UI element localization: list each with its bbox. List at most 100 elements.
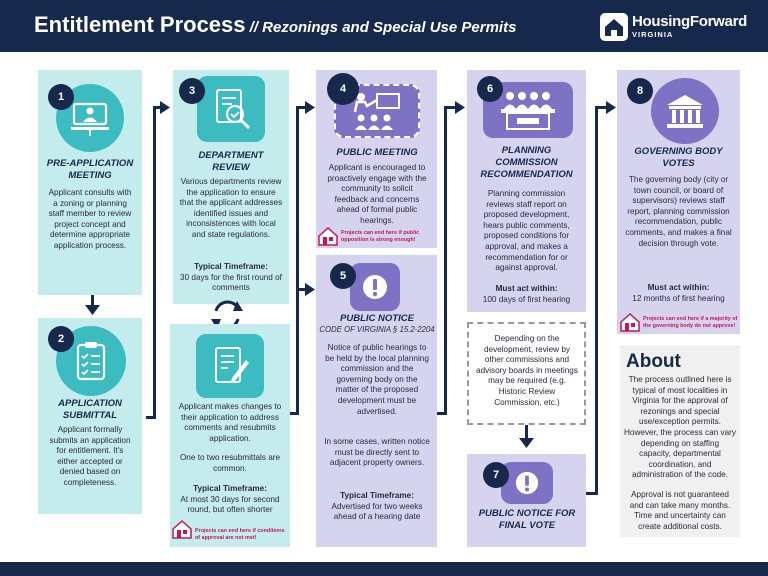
alert-icon	[350, 263, 400, 311]
deadline-value: 100 days of first hearing	[482, 294, 571, 304]
title-text: Entitlement Process	[34, 12, 246, 37]
step-number: 1	[48, 84, 74, 110]
step-title: PUBLIC MEETING	[336, 147, 418, 158]
step-body: The governing body (city or town council…	[625, 175, 732, 248]
step-3-resubmittal-card: Applicant makes changes to their applica…	[170, 324, 290, 547]
logo-name: HousingForward	[632, 13, 747, 30]
warning-note: Projects can end here if a majority of t…	[643, 316, 738, 329]
step-number: 8	[627, 78, 653, 104]
document-review-icon	[197, 76, 265, 142]
timeframe-value: Advertised for two weeks ahead of a hear…	[331, 501, 423, 522]
page-title: Entitlement Process // Rezonings and Spe…	[34, 12, 516, 38]
step-body: Applicant consults with a zoning or plan…	[48, 188, 132, 250]
code-reference: CODE OF VIRGINIA § 15.2-2204	[319, 325, 435, 334]
step-body: Various departments review the applicati…	[179, 177, 283, 239]
about-paragraph-2: Approval is not guaranteed and can take …	[629, 490, 731, 531]
step-title: DEPARTMENT REVIEW	[198, 150, 264, 173]
house-logo-icon	[600, 13, 628, 41]
connector-2-3	[146, 416, 155, 419]
step-8-card: 8 GOVERNING BODY VOTES The governing bod…	[617, 70, 740, 334]
connector-3-4-bottom	[289, 412, 298, 415]
arrow-right-icon	[455, 101, 465, 114]
step-body-2: One to two resubmittals are common.	[179, 453, 281, 473]
connector-3-4-top	[296, 106, 306, 109]
connector-7-8-vertical	[595, 106, 598, 495]
deadline-label: Must act within:	[647, 283, 710, 292]
logo-state: VIRGINIA	[632, 30, 674, 39]
timeframe-value: At most 30 days for second round, but of…	[180, 494, 280, 515]
edit-document-icon	[196, 334, 264, 398]
timeframe-value: 30 days for the first round of comments	[180, 272, 282, 293]
arrow-right-icon	[160, 101, 170, 114]
warning-note: Projects can end here if public oppositi…	[341, 230, 420, 243]
connector-5-6-vertical	[444, 106, 447, 415]
timeframe: Typical Timeframe:30 days for the first …	[179, 262, 283, 294]
step-body: Depending on the development, review by …	[476, 334, 578, 407]
timeframe: Typical Timeframe:At most 30 days for se…	[178, 484, 282, 516]
step-body: Applicant formally submits an applicatio…	[49, 425, 131, 487]
deadline-value: 12 months of first hearing	[632, 293, 725, 303]
step-2-card: 2 APPLICATION SUBMITTAL Applicant formal…	[38, 318, 142, 514]
connector-3-4-vertical	[296, 106, 299, 415]
step-body: Notice of public hearings to be held by …	[325, 343, 429, 416]
subtitle-text: // Rezonings and Special Use Permits	[245, 19, 517, 36]
alert-icon	[501, 462, 553, 504]
government-building-icon	[651, 78, 719, 144]
step-title: PRE-APPLICATION MEETING	[46, 158, 134, 181]
step-number: 4	[330, 76, 356, 102]
connector-2-3-vertical	[153, 106, 156, 419]
step-4-card: 4 PUBLIC MEETING Applicant is encouraged…	[316, 70, 437, 248]
connector-5-6-bottom	[437, 412, 446, 415]
timeframe: Typical Timeframe:Advertised for two wee…	[324, 491, 430, 523]
arrow-right-icon	[305, 283, 315, 296]
about-panel: About The process outlined here is typic…	[620, 345, 740, 537]
step-number: 7	[483, 462, 509, 488]
step-title: PLANNING COMMISSION RECOMMENDATION	[480, 145, 573, 180]
step-body: Applicant makes changes to their applica…	[178, 402, 282, 443]
step-number: 2	[48, 326, 74, 352]
footer-bar	[0, 562, 768, 576]
step-body-2: In some cases, written notice must be di…	[324, 437, 430, 468]
step-title: PUBLIC NOTICE FOR FINAL VOTE	[478, 508, 576, 531]
step-number: 5	[330, 263, 356, 289]
step-title: PUBLIC NOTICE	[340, 313, 414, 324]
step-title: GOVERNING BODY VOTES	[634, 146, 723, 169]
connector-7-8-top	[595, 106, 607, 109]
house-warning-icon	[620, 312, 640, 332]
timeframe-label: Typical Timeframe:	[194, 262, 268, 271]
warning-note: Projects can end here if conditions of a…	[195, 528, 285, 541]
deadline: Must act within:100 days of first hearin…	[473, 284, 580, 305]
step-number: 6	[477, 76, 503, 102]
arrow-right-icon	[606, 101, 616, 114]
meeting-computer-icon	[56, 84, 124, 152]
step-3-card: 3 DEPARTMENT REVIEW Various departments …	[173, 70, 289, 304]
timeframe-label: Typical Timeframe:	[340, 491, 414, 500]
arrow-down-icon	[519, 438, 534, 448]
timeframe-label: Typical Timeframe:	[193, 484, 267, 493]
about-title: About	[626, 351, 681, 372]
step-1-card: 1 PRE-APPLICATION MEETING Applicant cons…	[38, 70, 142, 295]
step-6-card: 6 PLANNING COMMISSION RECOMMENDATION Pla…	[467, 70, 586, 312]
connector-5-6-top	[444, 106, 456, 109]
connector-1-2	[91, 295, 94, 307]
step-number: 3	[179, 78, 205, 104]
arrow-right-icon	[305, 101, 315, 114]
step-5-card: 5 PUBLIC NOTICE CODE OF VIRGINIA § 15.2-…	[316, 255, 437, 547]
additional-review-card: Depending on the development, review by …	[467, 322, 586, 425]
step-body: Planning commission reviews staff report…	[483, 189, 570, 273]
connector-to-5	[298, 288, 306, 291]
arrow-down-icon	[85, 305, 100, 315]
house-warning-icon	[318, 226, 338, 246]
connector-7-8-bottom	[586, 492, 597, 495]
step-7-card: 7 PUBLIC NOTICE FOR FINAL VOTE	[467, 454, 586, 547]
step-body: Applicant is encouraged to proactively e…	[327, 163, 427, 225]
deadline: Must act within:12 months of first heari…	[623, 283, 734, 304]
deadline-label: Must act within:	[495, 284, 558, 293]
step-title: APPLICATION SUBMITTAL	[58, 398, 122, 421]
connector-2-3-top	[153, 106, 162, 109]
housingforward-logo: HousingForward VIRGINIA	[600, 12, 750, 42]
checklist-clipboard-icon	[56, 326, 126, 396]
house-warning-icon	[172, 519, 192, 539]
header-bar	[0, 0, 768, 52]
connector-6-7	[525, 425, 528, 440]
